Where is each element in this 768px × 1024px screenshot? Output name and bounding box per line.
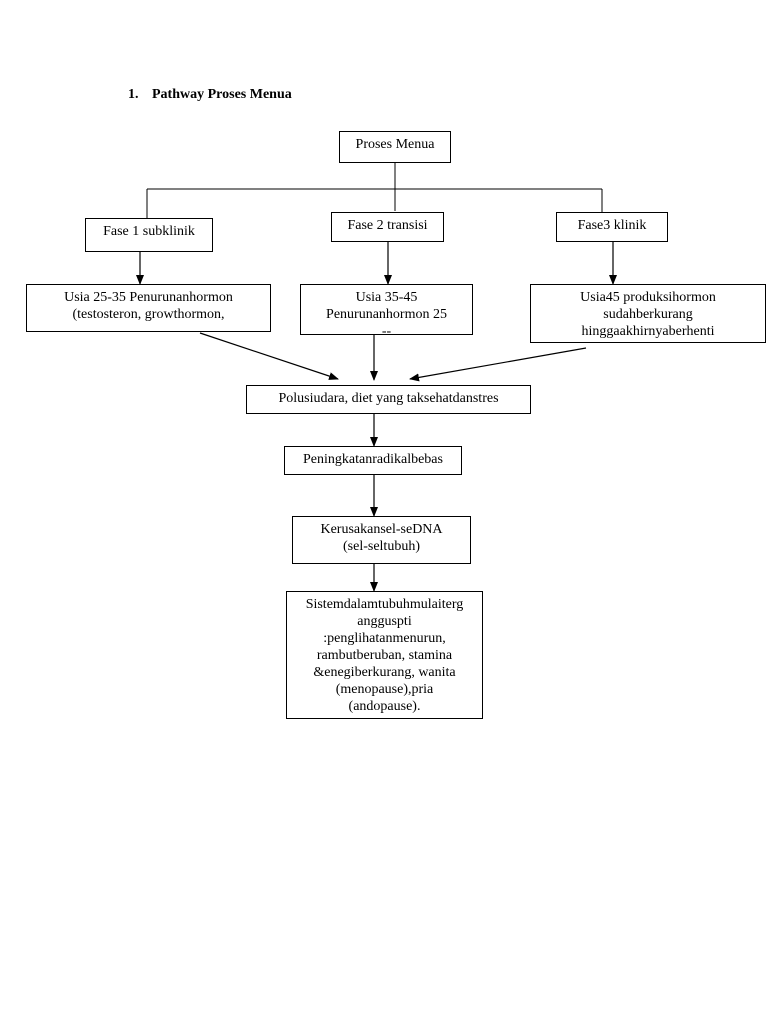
node-text-line: Usia 25-35 Penurunanhormon	[64, 290, 233, 305]
node-text-line: Polusiudara, diet yang taksehatdanstres	[278, 391, 499, 406]
node-text-line: (menopause),pria	[335, 682, 434, 697]
node-text-line: &enegiberkurang, wanita	[313, 665, 456, 680]
node-kerusakan-sel: Kerusakansel-seDNA (sel-seltubuh)	[292, 516, 471, 564]
node-fase2-transisi: Fase 2 transisi	[331, 212, 444, 242]
edge-usia1-polusi	[199, 332, 339, 380]
node-text-line: Kerusakansel-seDNA	[320, 522, 443, 537]
node-text-line: (testosteron, growthormon,	[72, 307, 225, 322]
node-text-line: angguspti	[357, 614, 412, 629]
node-text-line: Fase 2 transisi	[347, 218, 428, 233]
node-text-line: --	[381, 324, 392, 335]
node-fase1-subklinik: Fase 1 subklinik	[85, 218, 213, 252]
node-text-line: Proses Menua	[355, 137, 435, 152]
edge-usia3-polusi	[409, 347, 587, 382]
node-radikal-bebas: Peningkatanradikalbebas	[284, 446, 462, 475]
node-text-line: Peningkatanradikalbebas	[303, 452, 443, 467]
node-sistem-tubuh: Sistemdalamtubuhmulaiterg angguspti :pengl…	[286, 591, 483, 719]
node-polusi: Polusiudara, diet yang taksehatdanstres	[246, 385, 531, 414]
node-text-line: :penglihatanmenurun,	[323, 631, 446, 646]
node-text-line: hinggaakhirnyaberhenti	[581, 324, 715, 339]
section-heading: 1. Pathway Proses Menua	[128, 87, 292, 103]
node-text-line: Usia 35-45	[355, 290, 418, 305]
node-text-line: Fase3 klinik	[577, 218, 647, 233]
node-text-line: (sel-seltubuh)	[343, 539, 420, 554]
node-text-line: Usia45 produksihormon	[580, 290, 716, 305]
heading-number: 1.	[128, 87, 139, 102]
heading-title: Pathway Proses Menua	[152, 87, 292, 102]
node-usia-25-35: Usia 25-35 Penurunanhormon (testosteron, …	[26, 284, 271, 332]
node-text-line: Penurunanhormon 25	[326, 307, 447, 322]
node-text-line: sudahberkurang	[603, 307, 693, 322]
node-usia-45: Usia45 produksihormon sudahberkurang hingg…	[530, 284, 766, 343]
node-text-line: Fase 1 subklinik	[103, 224, 195, 239]
node-text-line: (andopause).	[348, 699, 421, 714]
node-text-line: rambutberuban, stamina	[316, 648, 453, 663]
node-proses-menua: Proses Menua	[339, 131, 451, 163]
node-fase3-klinik: Fase3 klinik	[556, 212, 668, 242]
node-text-line: Sistemdalamtubuhmulaiterg	[305, 597, 464, 612]
